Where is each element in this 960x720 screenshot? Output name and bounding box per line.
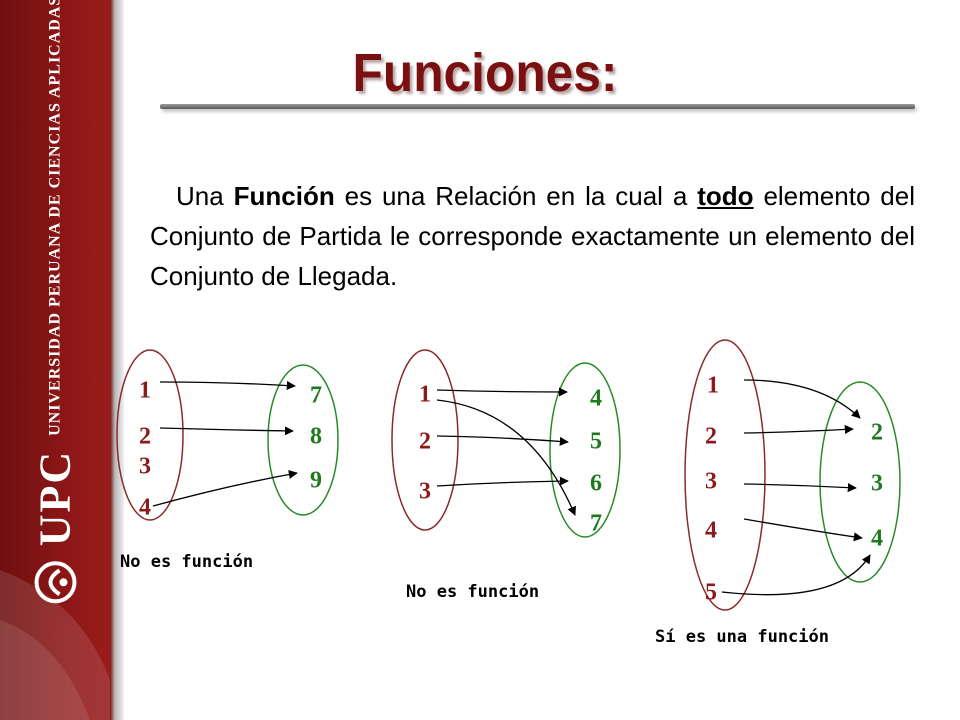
diagram-2-mapping-arrow	[436, 435, 569, 446]
diagram-3-domain-element: 5	[705, 580, 717, 606]
diagram-1-domain-element: 1	[139, 378, 151, 404]
diagram-3-domain-element: 4	[705, 518, 717, 544]
diagram-3-domain-element: 1	[707, 373, 719, 399]
diagram-2-domain-element: 3	[419, 479, 431, 505]
sidebar-band: UPC Universidad Peruana de Ciencias Apli…	[0, 0, 110, 720]
diagram-3-mapping-arrow	[743, 483, 857, 493]
sidebar-edge	[110, 0, 124, 720]
diagram-1-caption: No es función	[120, 552, 254, 572]
diagram-1-codomain-element: 7	[310, 383, 322, 409]
diagram-2-caption: No es función	[406, 582, 540, 602]
diagram-1-mapping-arrow	[152, 469, 298, 507]
diagram-3-mapping-arrow	[743, 518, 863, 542]
diagram-1-domain-element: 2	[139, 424, 151, 450]
title-divider	[160, 104, 915, 109]
diagram-3-codomain-element: 3	[871, 471, 883, 497]
diagram-1-codomain-element: 9	[310, 468, 322, 494]
diagram-1-codomain-element: 8	[310, 424, 322, 450]
diagram-2-codomain-element: 6	[590, 471, 602, 497]
definition-term-todo: todo	[697, 181, 754, 211]
diagram-1-codomain-set	[267, 364, 339, 516]
function-definition: Una Función es una Relación en la cual a…	[150, 176, 915, 296]
diagram-2-codomain-element: 7	[590, 511, 602, 537]
diagram-2-mapping-arrow	[436, 387, 568, 397]
slide-title: Funciones:	[352, 43, 618, 103]
diagram-3-mapping-arrow	[721, 554, 871, 596]
diagram-2-codomain-set	[549, 362, 621, 538]
diagram-1-mapping-arrow	[159, 426, 294, 436]
definition-text-1: Una	[176, 181, 234, 211]
definition-text-3: elemento del Conjunto de Partida le corr…	[150, 181, 916, 291]
diagram-2-mapping-arrow	[436, 399, 576, 516]
diagram-3-codomain-element: 2	[871, 420, 883, 446]
diagram-3-domain-set	[684, 339, 766, 611]
university-brand: UPC Universidad Peruana de Ciencias Apli…	[30, 0, 81, 604]
diagram-3-codomain-set	[819, 381, 901, 583]
diagram-2-domain-element: 2	[419, 429, 431, 455]
diagram-1-domain-element: 4	[139, 495, 151, 521]
diagram-2-domain-set	[391, 349, 459, 531]
diagram-2-domain-element: 1	[419, 382, 431, 408]
diagram-3-domain-element: 3	[705, 469, 717, 495]
definition-term-funcion: Función	[233, 181, 335, 211]
diagram-3-codomain-element: 4	[871, 526, 883, 552]
diagram-2-codomain-element: 4	[590, 386, 602, 412]
definition-text-2: es una Relación en la cual a	[334, 181, 698, 211]
diagram-3-mapping-arrow	[743, 379, 861, 419]
upc-logo-icon	[34, 561, 76, 604]
diagram-1-mapping-arrow	[159, 380, 296, 391]
diagram-2-codomain-element: 5	[590, 429, 602, 455]
diagram-3-domain-element: 2	[705, 424, 717, 450]
diagram-3-mapping-arrow	[743, 424, 854, 435]
diagram-1-domain-element: 3	[139, 454, 151, 480]
diagram-3-caption: Sí es una función	[655, 627, 829, 647]
diagram-1-domain-set	[116, 349, 184, 521]
diagram-2-mapping-arrow	[436, 476, 569, 487]
sidebar-decoration	[0, 570, 110, 720]
